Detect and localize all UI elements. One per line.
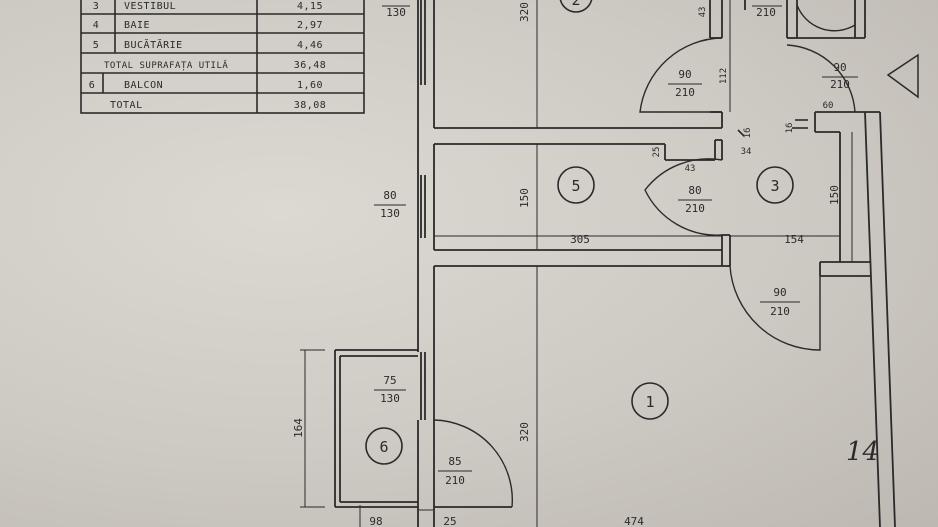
dimension-label: 60	[823, 101, 834, 111]
table-row-name: BALCON	[124, 80, 163, 91]
table-row-area: 38,08	[294, 100, 327, 111]
door-height: 210	[675, 86, 695, 99]
room-number-5: 5	[571, 177, 580, 195]
door-width: 90	[833, 61, 846, 74]
door-swings	[433, 4, 856, 508]
area-table	[80, 0, 365, 114]
table-row-num: 5	[93, 40, 100, 51]
door-height: 210	[685, 202, 705, 215]
room-number-3: 3	[770, 177, 779, 195]
dimension-label: 16	[785, 123, 795, 134]
table-row-area: 2,97	[297, 20, 323, 31]
room-2-marker	[559, 0, 593, 13]
dimension-label: 164	[292, 418, 305, 438]
walls	[334, 0, 896, 527]
room-5-marker	[557, 166, 595, 204]
area-table-text: 3 VESTIBUL 4,15 4 BAIE 2,97 5 BUCĂTĂRIE …	[89, 1, 327, 111]
room-3-marker	[756, 166, 794, 204]
dimension-label: 25	[652, 147, 662, 158]
table-row-name: BUCĂTĂRIE	[124, 38, 183, 51]
dimension-label: 474	[624, 515, 644, 527]
dimension-label: 320	[518, 2, 531, 22]
dimension-label: 154	[784, 233, 804, 246]
dimension-label: 98	[369, 515, 382, 527]
handwritten-number: 14	[846, 437, 879, 467]
window-height: 130	[380, 207, 400, 220]
room-6-marker	[365, 427, 403, 465]
table-row-name: TOTAL SUPRAFAȚA UTILĂ	[104, 59, 228, 71]
table-row-name: BAIE	[124, 20, 150, 31]
dimension-label: 16	[743, 128, 753, 139]
table-row-name: TOTAL	[110, 100, 143, 111]
table-row-area: 4,46	[297, 40, 323, 51]
table-row-name: VESTIBUL	[124, 1, 176, 12]
table-row-num: 4	[93, 20, 100, 31]
dimension-label: 25	[443, 515, 456, 527]
door-width: 80	[688, 184, 701, 197]
table-row-num: 6	[89, 80, 96, 91]
door-height: 210	[830, 78, 850, 91]
door-height: 210	[756, 6, 776, 19]
table-row-num: 3	[93, 1, 100, 12]
window-width: 75	[383, 374, 396, 387]
dimension-label: 150	[828, 185, 841, 205]
door-width: 85	[448, 455, 461, 468]
window-width: 80	[383, 189, 396, 202]
door-width: 90	[773, 286, 786, 299]
table-row-area: 1,60	[297, 80, 323, 91]
table-row-area: 4,15	[297, 1, 323, 12]
room-number-1: 1	[645, 393, 654, 411]
dimension-label: 305	[570, 233, 590, 246]
dimension-label: 112	[719, 68, 729, 84]
table-row-area: 36,48	[294, 60, 327, 71]
dimension-lines	[300, 0, 853, 527]
room-1-marker	[631, 382, 669, 420]
dimension-label: 150	[518, 188, 531, 208]
dimension-label: 34	[741, 147, 752, 157]
dimension-label: 43	[685, 164, 696, 174]
room-number-6: 6	[379, 438, 388, 456]
dimension-label: 320	[518, 422, 531, 442]
door-height: 210	[770, 305, 790, 318]
door-height: 210	[445, 474, 465, 487]
window-height: 130	[386, 6, 406, 19]
triangle-symbol	[886, 53, 919, 99]
door-width: 90	[678, 68, 691, 81]
window-height: 130	[380, 392, 400, 405]
room-number-2: 2	[571, 0, 580, 9]
dimension-label: 43	[698, 7, 708, 18]
